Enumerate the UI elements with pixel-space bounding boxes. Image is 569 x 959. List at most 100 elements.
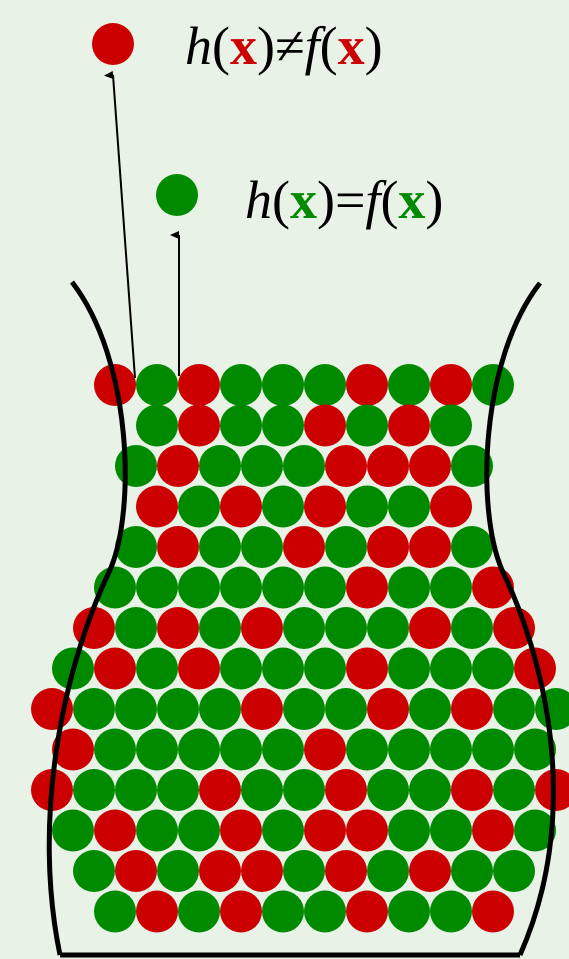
red-marble: [304, 405, 346, 447]
green-marble: [241, 526, 283, 568]
green-marble: [178, 810, 220, 852]
green-marble: [199, 445, 241, 487]
green-marble: [367, 607, 409, 649]
green-marble: [52, 810, 94, 852]
red-marble: [409, 526, 451, 568]
red-marble: [157, 526, 199, 568]
green-marble: [262, 810, 304, 852]
green-marble: [220, 567, 262, 609]
red-marble: [346, 567, 388, 609]
green-marble: [220, 364, 262, 406]
green-marble: [346, 729, 388, 771]
green-marble: [220, 405, 262, 447]
green-marble: [388, 810, 430, 852]
green-marble: [136, 648, 178, 690]
green-marble: [346, 486, 388, 528]
green-marble: [178, 486, 220, 528]
green-marble: [178, 729, 220, 771]
green-marble: [325, 688, 367, 730]
green-marble: [262, 486, 304, 528]
red-marble: [346, 648, 388, 690]
green-marble: [199, 526, 241, 568]
green-marble: [115, 688, 157, 730]
red-marble: [304, 729, 346, 771]
green-marble: [220, 729, 262, 771]
green-marble: [409, 688, 451, 730]
red-marble: [367, 526, 409, 568]
red-marble: [346, 891, 388, 933]
green-marble: [262, 364, 304, 406]
green-marble: [220, 648, 262, 690]
green-marble: [430, 648, 472, 690]
green-marble: [136, 405, 178, 447]
green-marble: [136, 364, 178, 406]
green-marble: [178, 567, 220, 609]
red-marble-sample: [92, 23, 134, 65]
green-marble: [388, 729, 430, 771]
green-marble: [115, 445, 157, 487]
red-marble: [178, 405, 220, 447]
green-marble: [136, 729, 178, 771]
red-marble: [220, 810, 262, 852]
green-marble: [94, 729, 136, 771]
green-marble: [262, 891, 304, 933]
green-marble: [388, 648, 430, 690]
green-marble: [73, 688, 115, 730]
green-marble: [472, 648, 514, 690]
green-marble: [388, 364, 430, 406]
green-marble: [430, 891, 472, 933]
green-marble: [241, 769, 283, 811]
red-marble: [136, 486, 178, 528]
red-marble: [94, 648, 136, 690]
red-marble: [178, 648, 220, 690]
green-marble: [136, 810, 178, 852]
red-marble: [388, 405, 430, 447]
red-marble: [325, 850, 367, 892]
red-marble: [367, 688, 409, 730]
green-marble: [472, 729, 514, 771]
green-marble: [493, 688, 535, 730]
green-marble: [493, 769, 535, 811]
green-marble: [283, 688, 325, 730]
red-marble: [409, 850, 451, 892]
green-marble: [430, 729, 472, 771]
red-marble: [430, 364, 472, 406]
green-marble: [262, 405, 304, 447]
red-marble: [241, 688, 283, 730]
green-marble: [136, 567, 178, 609]
green-marble-sample: [156, 174, 198, 216]
green-marble: [388, 567, 430, 609]
red-marble: [325, 769, 367, 811]
red-marble: [304, 486, 346, 528]
red-marble: [367, 445, 409, 487]
red-marble: [283, 526, 325, 568]
green-marble: [451, 607, 493, 649]
red-marble: [178, 364, 220, 406]
red-marble: [157, 607, 199, 649]
red-marble: [199, 850, 241, 892]
green-marble: [94, 891, 136, 933]
green-marble: [325, 526, 367, 568]
red-marble: [241, 607, 283, 649]
red-marble: [115, 850, 157, 892]
green-marble: [157, 850, 199, 892]
red-marble: [430, 486, 472, 528]
green-marble: [367, 850, 409, 892]
green-marble: [304, 567, 346, 609]
red-marble: [409, 445, 451, 487]
green-marble: [430, 567, 472, 609]
green-marble: [304, 364, 346, 406]
green-marble: [115, 607, 157, 649]
red-marble: [220, 486, 262, 528]
red-marble: [451, 688, 493, 730]
green-marble: [283, 445, 325, 487]
green-marble: [388, 891, 430, 933]
red-marble: [451, 769, 493, 811]
red-marble: [472, 891, 514, 933]
green-marble: [325, 607, 367, 649]
green-marble: [304, 891, 346, 933]
red-marble: [409, 607, 451, 649]
green-marble: [178, 891, 220, 933]
green-marble: [283, 850, 325, 892]
